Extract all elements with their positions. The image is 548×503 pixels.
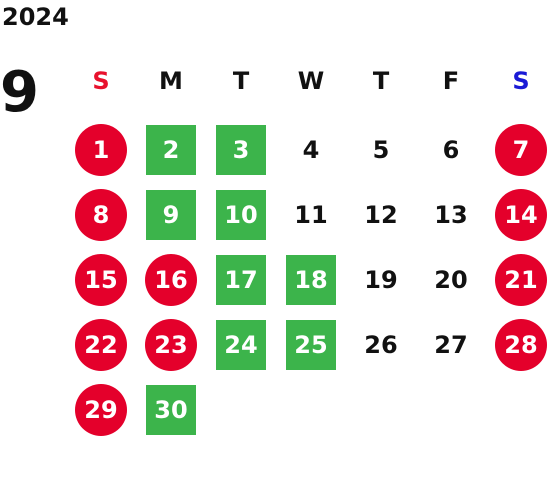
day-cell-10[interactable]: 10 bbox=[216, 190, 266, 240]
day-cell-20[interactable]: 20 bbox=[434, 266, 468, 294]
day-cell-18[interactable]: 18 bbox=[286, 255, 336, 305]
weekday-header-5: F bbox=[442, 67, 460, 95]
day-cell-2[interactable]: 2 bbox=[146, 125, 196, 175]
day-cell-13[interactable]: 13 bbox=[434, 201, 468, 229]
day-cell-24[interactable]: 24 bbox=[216, 320, 266, 370]
day-cell-8[interactable]: 8 bbox=[75, 189, 127, 241]
day-cell-16[interactable]: 16 bbox=[145, 254, 197, 306]
day-cell-26[interactable]: 26 bbox=[364, 331, 398, 359]
weekday-header-0: S bbox=[92, 67, 110, 95]
day-cell-5[interactable]: 5 bbox=[372, 136, 390, 164]
day-cell-9[interactable]: 9 bbox=[146, 190, 196, 240]
day-cell-12[interactable]: 12 bbox=[364, 201, 398, 229]
day-cell-19[interactable]: 19 bbox=[364, 266, 398, 294]
weekday-header-3: W bbox=[297, 67, 325, 95]
day-cell-29[interactable]: 29 bbox=[75, 384, 127, 436]
day-cell-25[interactable]: 25 bbox=[286, 320, 336, 370]
day-cell-17[interactable]: 17 bbox=[216, 255, 266, 305]
day-cell-4[interactable]: 4 bbox=[302, 136, 320, 164]
day-cell-30[interactable]: 30 bbox=[146, 385, 196, 435]
day-cell-11[interactable]: 11 bbox=[294, 201, 328, 229]
year-label: 2024 bbox=[2, 3, 69, 31]
day-cell-1[interactable]: 1 bbox=[75, 124, 127, 176]
day-cell-3[interactable]: 3 bbox=[216, 125, 266, 175]
day-cell-15[interactable]: 15 bbox=[75, 254, 127, 306]
day-cell-28[interactable]: 28 bbox=[495, 319, 547, 371]
day-cell-27[interactable]: 27 bbox=[434, 331, 468, 359]
day-cell-23[interactable]: 23 bbox=[145, 319, 197, 371]
weekday-header-2: T bbox=[232, 67, 250, 95]
weekday-header-6: S bbox=[512, 67, 530, 95]
day-cell-14[interactable]: 14 bbox=[495, 189, 547, 241]
day-cell-21[interactable]: 21 bbox=[495, 254, 547, 306]
weekday-header-4: T bbox=[372, 67, 390, 95]
weekday-header-1: M bbox=[159, 67, 183, 95]
day-cell-22[interactable]: 22 bbox=[75, 319, 127, 371]
day-cell-7[interactable]: 7 bbox=[495, 124, 547, 176]
day-cell-6[interactable]: 6 bbox=[442, 136, 460, 164]
month-number: 9 bbox=[0, 60, 39, 125]
